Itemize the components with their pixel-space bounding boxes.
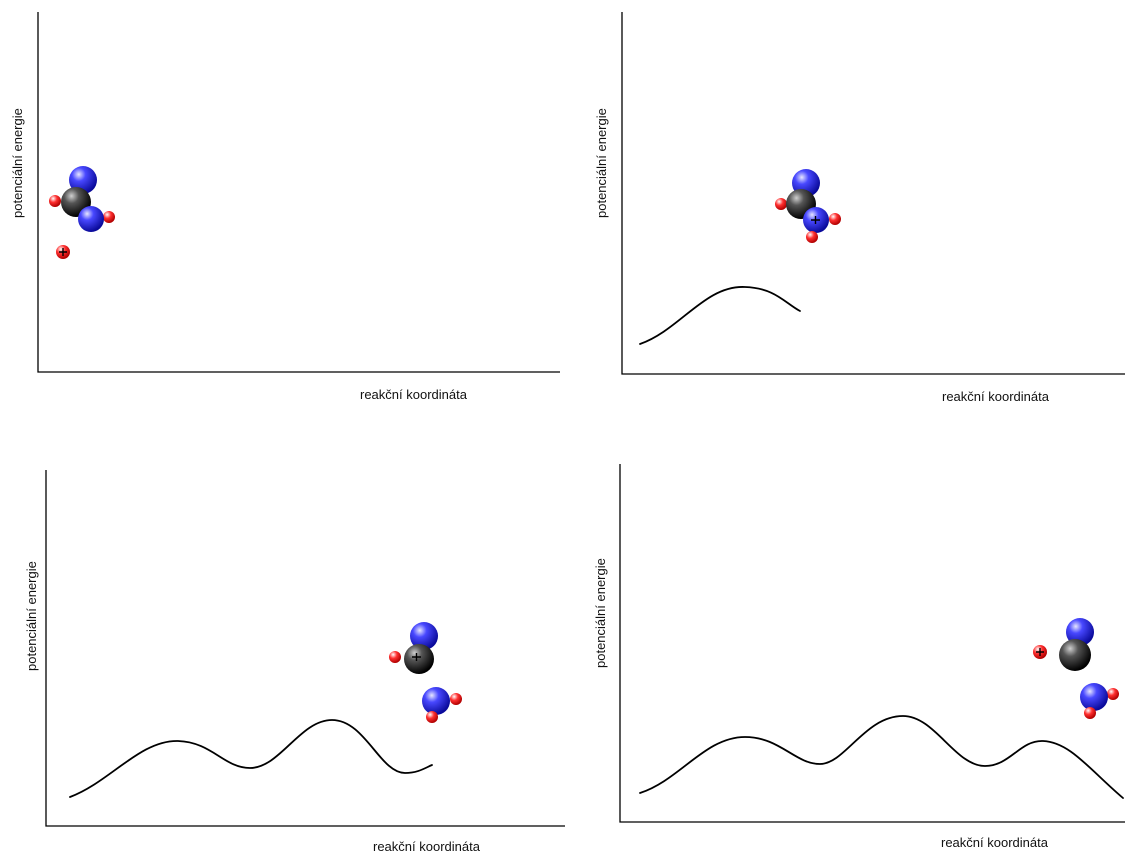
oxygen-atom — [829, 213, 841, 225]
plus-charge-icon — [59, 248, 67, 256]
panel-4-axes — [619, 464, 1125, 823]
panel-1-axes — [37, 12, 560, 373]
oxygen-atom — [103, 211, 115, 223]
oxygen-atom — [450, 693, 462, 705]
panel-2-x-axis-label: reakční koordináta — [942, 389, 1050, 404]
panel-2: potenciální energie reakční koordináta — [594, 12, 1125, 404]
oxygen-atom — [1107, 688, 1119, 700]
plus-charge-icon — [811, 216, 820, 224]
carbon-atom — [404, 644, 434, 674]
panel-4-molecule — [1033, 618, 1094, 671]
panel-1-proton — [56, 245, 70, 259]
panel-4-x-axis-label: reakční koordináta — [941, 835, 1049, 850]
nitrogen-atom — [1066, 618, 1094, 646]
plus-charge-icon — [1036, 648, 1044, 656]
panel-2-y-axis-label: potenciální energie — [594, 108, 609, 218]
panel-4-fragment — [1080, 683, 1119, 719]
oxygen-atom — [775, 198, 787, 210]
oxygen-atom — [49, 195, 61, 207]
panel-3-axes — [45, 470, 565, 827]
oxygen-atom — [806, 231, 818, 243]
carbon-atom — [1059, 639, 1091, 671]
oxygen-atom — [426, 711, 438, 723]
panel-3: potenciální energie reakční koordináta — [24, 470, 565, 854]
panel-1-molecule — [49, 166, 115, 232]
panel-4: potenciální energie reakční koordináta — [593, 464, 1125, 850]
panel-3-fragment — [422, 687, 462, 723]
oxygen-atom — [1084, 707, 1096, 719]
panel-1-x-axis-label: reakční koordináta — [360, 387, 468, 402]
panel-3-y-axis-label: potenciální energie — [24, 561, 39, 671]
panel-1-y-axis-label: potenciální energie — [10, 108, 25, 218]
panel-4-energy-curve — [639, 715, 1124, 799]
oxygen-atom — [389, 651, 401, 663]
panel-3-molecule — [389, 622, 438, 674]
nitrogen-atom — [422, 687, 450, 715]
panel-2-axes — [621, 12, 1125, 375]
nitrogen-atom — [410, 622, 438, 650]
panel-3-x-axis-label: reakční koordináta — [373, 839, 481, 854]
panel-2-energy-curve — [639, 286, 801, 345]
plus-charge-icon — [412, 653, 421, 661]
panel-3-energy-curve — [69, 719, 433, 798]
panel-2-molecule — [775, 169, 841, 243]
panel-4-y-axis-label: potenciální energie — [593, 558, 608, 668]
nitrogen-atom — [1080, 683, 1108, 711]
nitrogen-atom — [78, 206, 104, 232]
panel-1: potenciální energie reakční koordináta — [10, 12, 560, 402]
